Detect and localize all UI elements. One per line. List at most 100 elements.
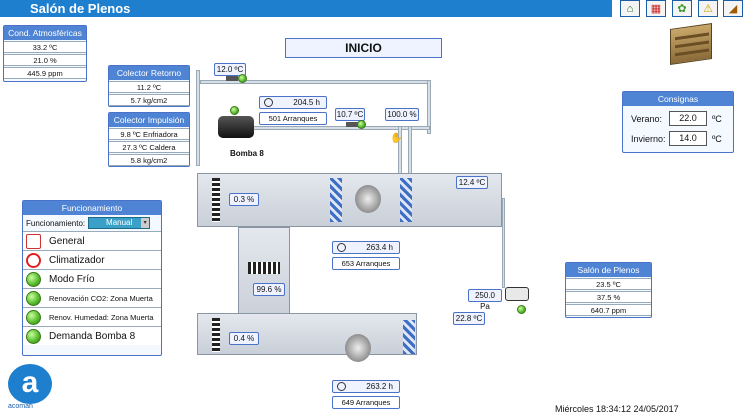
pressure-sensor-icon: [505, 287, 529, 301]
inicio-button[interactable]: INICIO: [285, 38, 442, 58]
renovacion-humedad-row[interactable]: Renov. Humedad: Zona Muerta: [23, 307, 161, 326]
fan2-hours-box: 263.2 h: [332, 380, 400, 393]
invierno-input[interactable]: 14.0: [669, 131, 707, 146]
calendar-button[interactable]: ▦: [646, 0, 666, 17]
clock-icon: [264, 98, 273, 107]
damper-icon: [248, 262, 280, 274]
clock-icon: [337, 243, 346, 252]
trend-icon: ◢: [728, 3, 738, 15]
funcionamiento-label: Funcionamiento:: [26, 218, 86, 228]
general-row[interactable]: General: [23, 231, 161, 250]
inicio-label: INICIO: [345, 41, 382, 55]
sensor-line: [502, 198, 505, 288]
coil-icon: [400, 178, 412, 222]
demanda-bomba-row[interactable]: Demanda Bomba 8: [23, 326, 161, 345]
green-led-icon: [26, 309, 41, 325]
filter-icon: [212, 318, 220, 352]
consignas-panel: Consignas Verano: 22.0 ºC Invierno: 14.0…: [622, 91, 734, 153]
impulsion-panel: Colector Impulsión 9.8 ºC Enfriadora 27.…: [108, 112, 190, 167]
impulsion-title: Colector Impulsión: [109, 113, 189, 127]
trend-button[interactable]: ◢: [723, 0, 743, 17]
impulsion-enfriadora: 9.8 ºC Enfriadora: [109, 128, 189, 140]
pressure-box: 250.0 Pa: [468, 289, 502, 311]
atmos-title: Cond. Atmosféricas: [4, 26, 86, 40]
pump-status-led: [230, 106, 239, 115]
salon-co2: 640.7 ppm: [566, 304, 651, 316]
retorno-pressure: 5.7 kg/cm2: [109, 94, 189, 106]
retorno-title: Colector Retorno: [109, 66, 189, 80]
climatizador-row[interactable]: Climatizador: [23, 250, 161, 269]
verano-unit: ºC: [712, 113, 722, 124]
green-led-icon: [26, 271, 41, 287]
salon-temp: 23.5 ºC: [566, 278, 651, 290]
pump-label: Bomba 8: [230, 149, 264, 158]
atmos-panel: Cond. Atmosféricas 33.2 ºC 21.0 % 445.9 …: [3, 25, 87, 82]
pump-icon[interactable]: [218, 116, 254, 138]
fan1-arranques-box: 653 Arranques: [332, 257, 400, 270]
supply-temp-box: 10.7 ºC: [335, 108, 365, 121]
coil-icon: [403, 320, 415, 354]
lower-duct: [197, 313, 417, 355]
app-header: Salón de Plenos: [0, 0, 612, 17]
home-button[interactable]: ⌂: [620, 0, 640, 17]
pump-hours-box: 204.5 h: [259, 96, 327, 109]
salon-humidity: 37.5 %: [566, 291, 651, 303]
building-icon[interactable]: [670, 23, 712, 65]
sensor-icon: [226, 76, 238, 81]
valve-position-box: 100.0 %: [385, 108, 419, 121]
invierno-unit: ºC: [712, 133, 722, 144]
salon-title: Salón de Plenos: [566, 263, 651, 277]
consignas-title: Consignas: [623, 92, 733, 106]
mode-select[interactable]: Manual▾: [88, 217, 151, 229]
status-led: [238, 74, 247, 83]
sensor-icon: [346, 122, 358, 127]
collector-pipe: [196, 70, 200, 166]
acoman-logo: a: [8, 364, 52, 404]
filter-icon: [212, 178, 220, 222]
settings-button[interactable]: ✿: [672, 0, 692, 17]
invierno-label: Invierno:: [631, 133, 666, 144]
calendar-icon: ▦: [650, 3, 662, 15]
coil-icon: [330, 178, 342, 222]
retorno-panel: Colector Retorno 11.2 ºC 5.7 kg/cm2: [108, 65, 190, 107]
pump-arranques-box: 501 Arranques: [259, 112, 327, 125]
damper-exhaust-box: 0.4 %: [229, 332, 259, 345]
upper-duct: [197, 173, 502, 227]
gear-icon: ✿: [677, 3, 687, 15]
verano-label: Verano:: [631, 113, 663, 124]
damper-mix-box: 99.6 %: [253, 283, 285, 296]
atmos-temp: 33.2 ºC: [4, 41, 86, 53]
atmos-humidity: 21.0 %: [4, 54, 86, 66]
renovacion-co2-row[interactable]: Renovación CO2: Zona Muerta: [23, 288, 161, 307]
fan2-arranques-box: 649 Arranques: [332, 396, 400, 409]
logo-text: acoman: [8, 403, 33, 410]
verano-input[interactable]: 22.0: [669, 111, 707, 126]
supply-fan-icon[interactable]: [355, 185, 381, 213]
alarm-icon: ⚠: [703, 3, 713, 15]
alarm-button[interactable]: ⚠: [698, 0, 718, 17]
impulsion-pressure: 5.8 kg/cm2: [109, 154, 189, 166]
atmos-co2: 445.9 ppm: [4, 67, 86, 79]
mixing-duct: [238, 227, 290, 321]
status-led: [517, 305, 526, 314]
return-temp-box: 12.0 ºC: [214, 63, 246, 76]
funcionamiento-title: Funcionamiento: [23, 201, 161, 215]
funcionamiento-panel: Funcionamiento Funcionamiento: Manual▾ G…: [22, 200, 162, 356]
salon-panel: Salón de Plenos 23.5 ºC 37.5 % 640.7 ppm: [565, 262, 652, 318]
supply-pipe: [250, 126, 430, 130]
clock-icon: [337, 382, 346, 391]
no-icon: [26, 252, 41, 268]
green-led-icon: [26, 328, 41, 344]
modo-frio-row[interactable]: Modo Frío: [23, 269, 161, 288]
green-led-icon: [26, 290, 41, 306]
chevron-down-icon: ▾: [141, 218, 150, 228]
page-title: Salón de Plenos: [30, 1, 131, 16]
return-pipe-vertical: [427, 80, 431, 134]
datetime: Miércoles 18:34:12 24/05/2017: [555, 404, 679, 414]
return-fan-icon[interactable]: [345, 334, 371, 362]
supply-air-temp-box: 12.4 ºC: [456, 176, 488, 189]
damper-outside-box: 0.3 %: [229, 193, 259, 206]
home-icon: ⌂: [626, 2, 634, 15]
retorno-temp: 11.2 ºC: [109, 81, 189, 93]
return-air-temp-box: 22.8 ºC: [453, 312, 485, 325]
